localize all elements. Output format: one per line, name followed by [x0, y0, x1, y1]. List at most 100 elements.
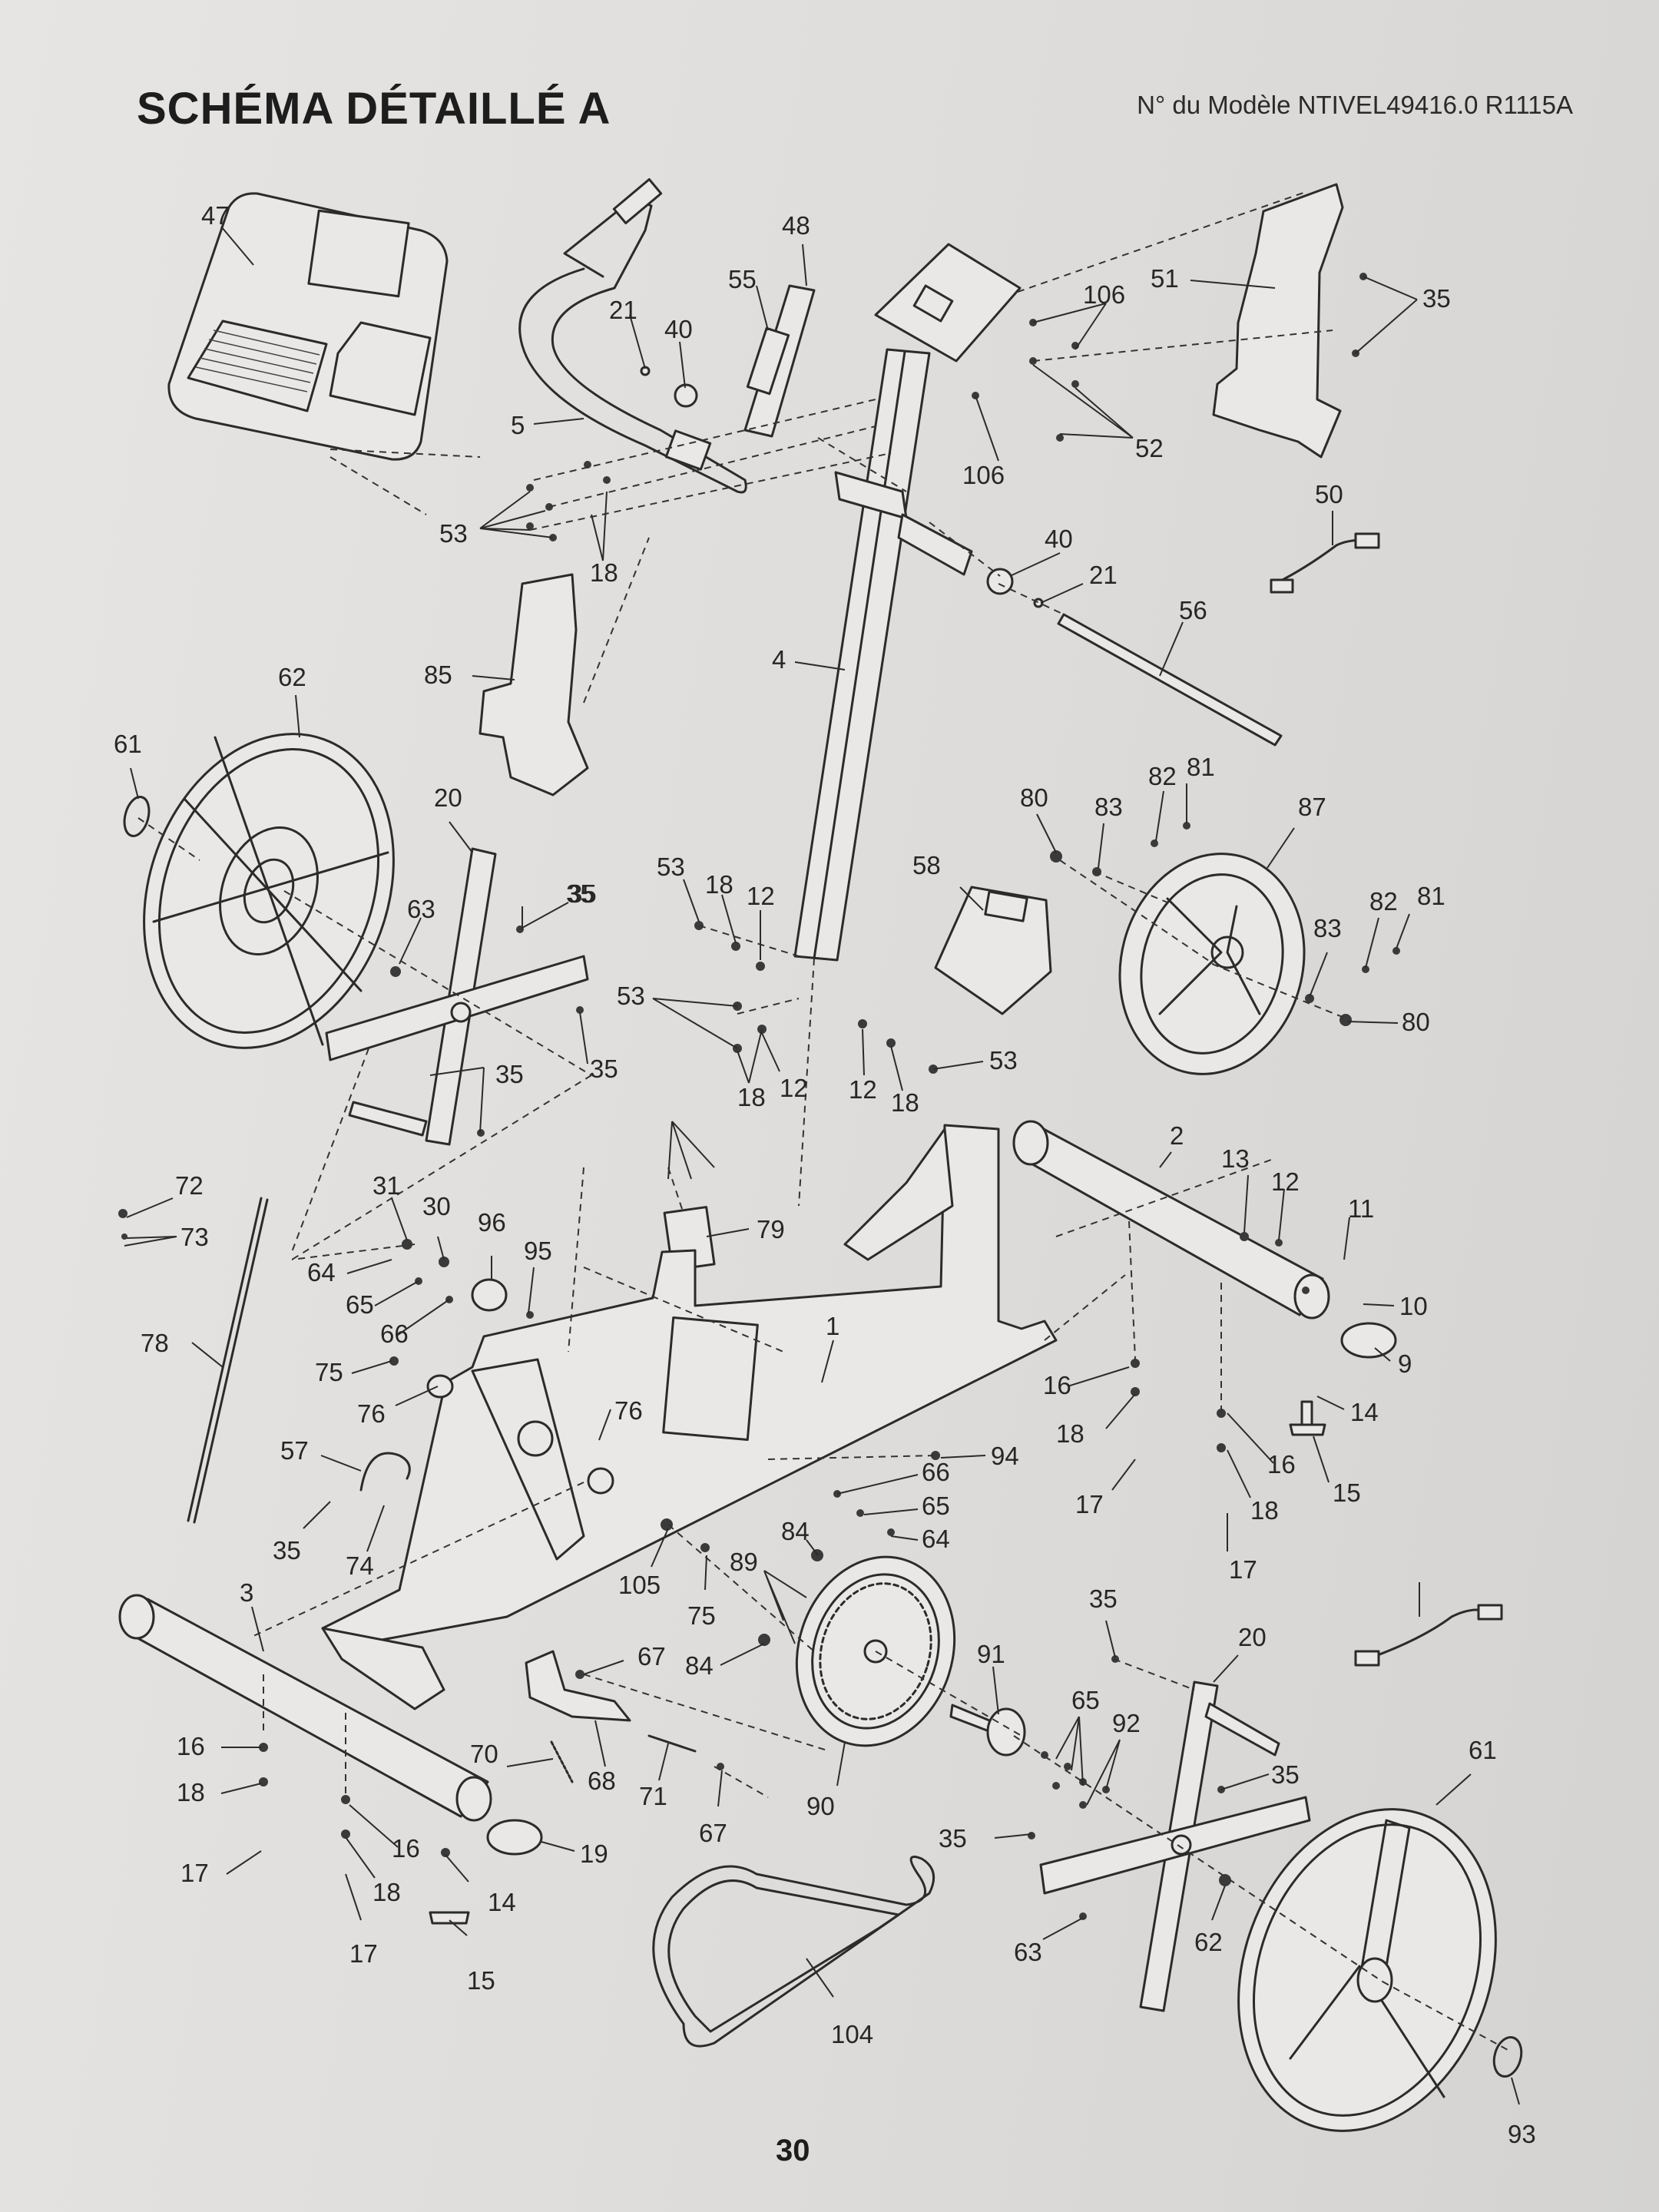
part-label: 76	[357, 1399, 386, 1428]
part-label: 18	[737, 1083, 766, 1111]
part-label: 80	[1020, 783, 1048, 812]
part-bushing-mid	[986, 568, 1014, 595]
part-side-shield-right	[1237, 1808, 1497, 2132]
part-label: 87	[1298, 793, 1326, 821]
part-upright	[793, 243, 1022, 962]
part-axle	[1057, 613, 1283, 747]
part-label: 17	[349, 1939, 378, 1968]
part-cap-left	[123, 796, 151, 837]
leader-lines	[124, 226, 1520, 2105]
part-label: 12	[780, 1074, 808, 1102]
part-label: 21	[1089, 561, 1118, 589]
part-label: 78	[141, 1329, 169, 1357]
part-side-shield-left	[143, 733, 395, 1049]
part-label: 64	[922, 1525, 950, 1553]
part-label: 83	[1094, 793, 1123, 821]
page-title: SCHÉMA DÉTAILLÉ A	[137, 84, 611, 134]
part-idler-pulley	[471, 1278, 508, 1312]
part-label: 50	[1315, 480, 1343, 508]
part-label: 106	[962, 461, 1005, 489]
part-label: 66	[922, 1458, 950, 1486]
part-cap-right	[1492, 2036, 1523, 2078]
part-label: 68	[588, 1767, 616, 1795]
part-label: 21	[609, 296, 637, 324]
part-label: 17	[180, 1859, 209, 1887]
part-label: 66	[380, 1320, 409, 1348]
part-label: 52	[1135, 434, 1164, 462]
part-label: 12	[1271, 1167, 1300, 1196]
part-label: 35	[1271, 1760, 1300, 1789]
part-label: 53	[657, 853, 685, 881]
part-label: 48	[782, 211, 810, 240]
part-label: 18	[705, 870, 733, 899]
part-label: 12	[849, 1075, 877, 1104]
part-label: 35	[568, 879, 597, 908]
part-label: 35	[273, 1536, 301, 1565]
part-pulse-grip	[743, 284, 816, 438]
part-label: 95	[524, 1237, 552, 1265]
part-label: 13	[1221, 1144, 1250, 1173]
part-handlebar	[518, 178, 747, 494]
part-label: 2	[1170, 1121, 1184, 1150]
part-label: 35	[1089, 1584, 1118, 1613]
part-label: 40	[1045, 525, 1073, 553]
part-wire-harness-2	[1366, 1608, 1492, 1661]
part-spring	[550, 1740, 574, 1783]
part-label: 106	[1083, 280, 1125, 309]
part-label: 94	[991, 1442, 1019, 1470]
part-label: 16	[1043, 1371, 1071, 1399]
part-label: 85	[424, 661, 452, 689]
part-label: 67	[637, 1642, 666, 1671]
part-label: 74	[346, 1551, 374, 1580]
part-label: 84	[781, 1517, 810, 1545]
part-drive-belt	[652, 1856, 935, 2048]
part-label: 35	[566, 879, 594, 908]
part-label: 20	[1238, 1623, 1267, 1651]
part-label: 16	[392, 1834, 420, 1863]
part-label: 40	[664, 315, 693, 343]
part-label: 14	[1350, 1398, 1379, 1426]
part-label: 35	[939, 1824, 967, 1853]
part-label: 53	[989, 1046, 1018, 1075]
part-label: 67	[699, 1819, 727, 1847]
part-label: 73	[180, 1223, 209, 1251]
part-label: 18	[590, 558, 618, 587]
part-label: 82	[1148, 762, 1177, 790]
part-label: 15	[467, 1966, 495, 1995]
part-label: 65	[922, 1492, 950, 1520]
part-label: 5	[511, 411, 525, 439]
part-clip	[359, 1452, 411, 1492]
part-label: 10	[1399, 1292, 1428, 1320]
part-label: 62	[278, 663, 306, 691]
part-label: 51	[1151, 264, 1179, 293]
part-label: 16	[177, 1732, 205, 1760]
part-label: 35	[590, 1055, 618, 1083]
part-label: 56	[1179, 596, 1207, 624]
part-label: 83	[1313, 914, 1342, 942]
part-label: 53	[439, 519, 468, 548]
part-leveler-rear	[429, 1911, 470, 1925]
part-bearing	[426, 1374, 454, 1399]
part-label: 75	[315, 1358, 343, 1386]
part-label: 11	[1348, 1194, 1374, 1223]
part-label: 58	[912, 851, 941, 879]
part-label: 90	[806, 1792, 835, 1820]
part-label: 31	[373, 1171, 401, 1200]
part-label: 65	[346, 1290, 374, 1319]
part-label: 30	[422, 1192, 451, 1220]
part-label: 18	[373, 1878, 401, 1906]
part-label: 89	[730, 1548, 758, 1576]
part-label: 17	[1075, 1490, 1104, 1518]
hardware-fasteners	[118, 273, 1400, 1920]
part-label: 14	[488, 1888, 516, 1916]
part-label: 80	[1402, 1008, 1430, 1036]
part-label: 55	[728, 265, 757, 293]
part-label: 9	[1398, 1349, 1412, 1378]
part-label: 72	[175, 1171, 204, 1200]
model-number: N° du Modèle NTIVEL49416.0 R1115A	[1137, 91, 1573, 119]
part-label: 92	[1112, 1709, 1141, 1737]
part-front-shroud	[478, 573, 589, 796]
part-label: 104	[831, 2020, 873, 2048]
